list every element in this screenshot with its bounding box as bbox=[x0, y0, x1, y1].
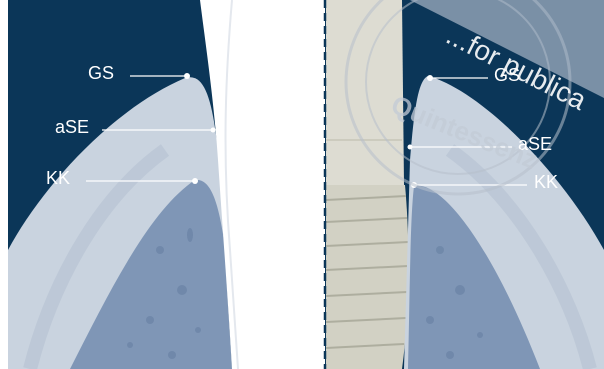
implant-body bbox=[326, 185, 408, 369]
label-kk-right: KK bbox=[534, 172, 558, 192]
label-gs-left: GS bbox=[88, 63, 114, 83]
label-kk-left: KK bbox=[46, 168, 70, 188]
implant-abutment bbox=[326, 0, 404, 185]
label-ase-left: aSE bbox=[55, 117, 89, 137]
